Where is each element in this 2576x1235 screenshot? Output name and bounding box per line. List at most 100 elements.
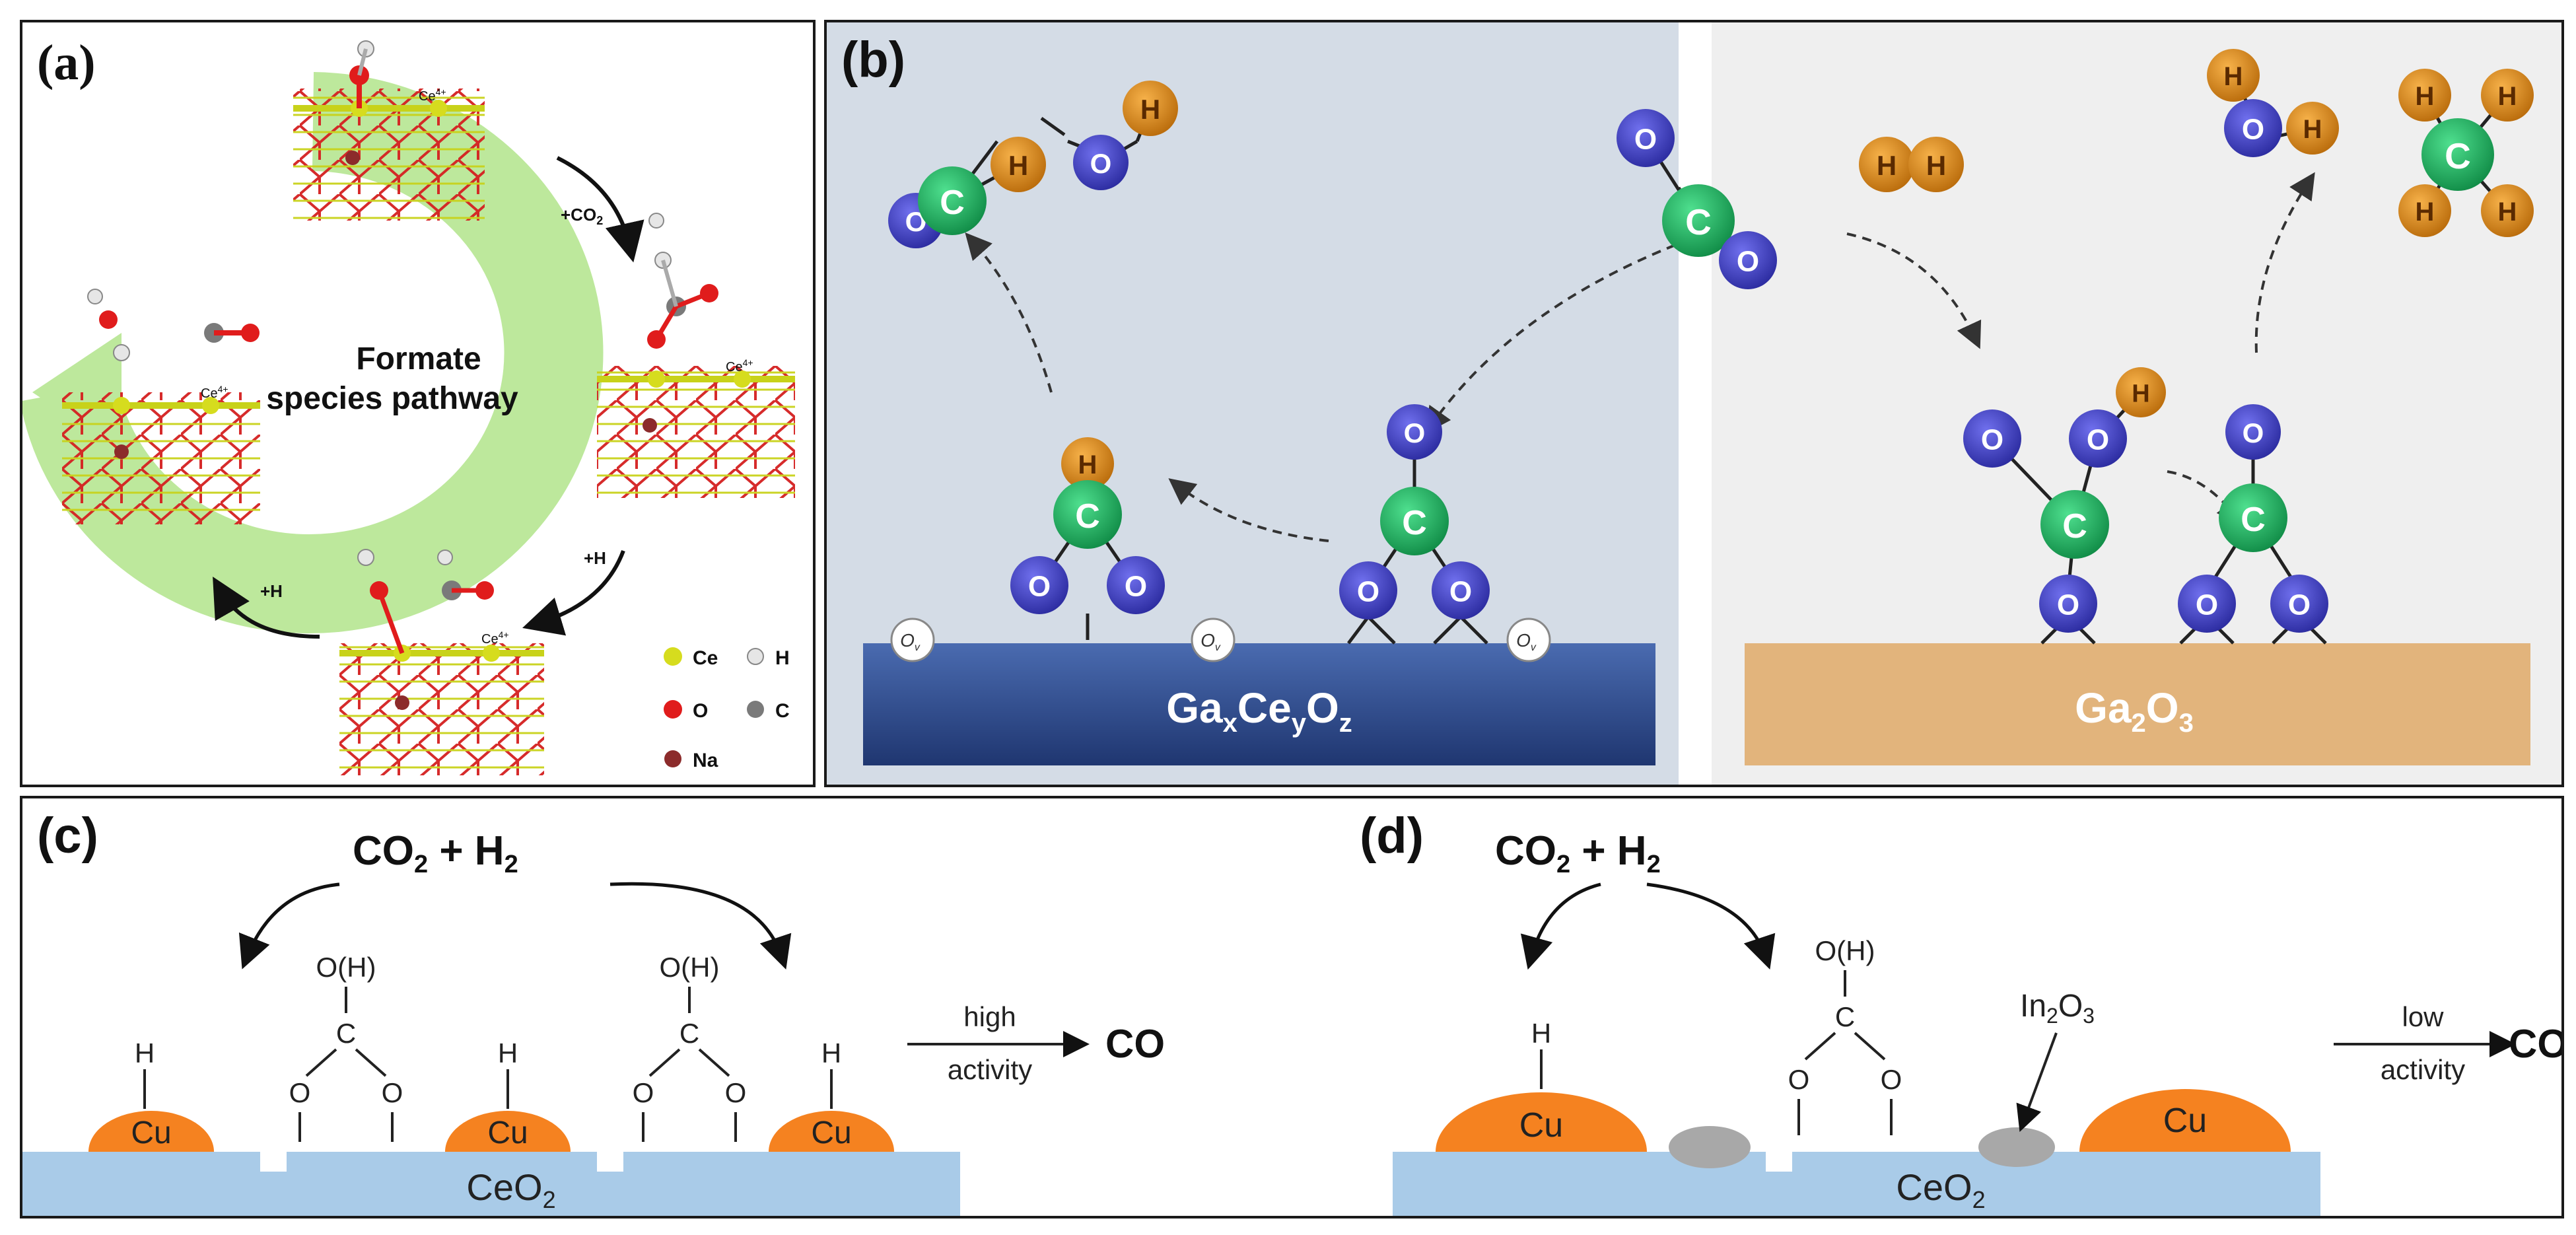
vacancy-1: Ov — [890, 618, 935, 662]
atom-c-30: C — [2421, 118, 2494, 191]
panel-d-arrow-left — [1520, 882, 1601, 970]
svg-text:H: H — [2498, 197, 2517, 227]
svg-text:Cu: Cu — [2163, 1102, 2207, 1140]
svg-text:O: O — [1028, 571, 1051, 603]
panel-a: (a) — [20, 20, 816, 787]
cycle-title-line2: species pathway — [266, 381, 518, 416]
svg-text:H: H — [775, 647, 790, 669]
svg-text:O: O — [289, 1077, 311, 1108]
step-arrow-h-right — [522, 549, 625, 636]
svg-text:C: C — [1402, 504, 1427, 542]
vacancy-3: Ov — [1506, 618, 1551, 662]
atom-o-23: O — [2225, 404, 2281, 460]
svg-text:H: H — [2416, 197, 2435, 227]
svg-text:Cu: Cu — [487, 1115, 528, 1150]
panel-d-arrow-right — [1646, 882, 1776, 970]
svg-text:O: O — [2087, 424, 2109, 456]
svg-text:O: O — [2057, 589, 2079, 621]
svg-text:Ov: Ov — [1201, 630, 1221, 653]
svg-text:Ov: Ov — [1516, 630, 1537, 653]
panel-d-support — [1393, 1152, 2320, 1216]
svg-text:H: H — [1926, 150, 1946, 181]
svg-text:C: C — [1685, 201, 1712, 242]
svg-text:O: O — [1788, 1064, 1810, 1095]
svg-text:C: C — [336, 1018, 356, 1049]
atom-o-11: O — [1339, 561, 1397, 619]
atom-h-27: H — [2207, 49, 2260, 102]
svg-text:Ce4+: Ce4+ — [419, 87, 446, 104]
svg-text:C: C — [2445, 135, 2471, 176]
panel-c-arrow-right — [609, 882, 792, 970]
panel-d-cu-2: Cu — [2079, 1089, 2291, 1152]
panel-d-arrow-bottom: activity — [2381, 1054, 2465, 1085]
svg-text:O: O — [2243, 417, 2264, 448]
svg-text:H: H — [1078, 450, 1097, 479]
atom-h-32: H — [2481, 69, 2534, 122]
panel-d-carboxylate: O(H) C O O — [1788, 935, 1902, 1135]
svg-text:Ce4+: Ce4+ — [726, 357, 753, 374]
step-h-right-label: +H — [584, 548, 606, 568]
svg-text:H: H — [2498, 82, 2517, 111]
svg-text:C: C — [2062, 507, 2087, 546]
cycle-title-line1: Formate — [356, 341, 481, 376]
atom-h-31: H — [2398, 69, 2451, 122]
atom-h-29: H — [2286, 102, 2339, 155]
atom-o-15: O — [1719, 231, 1777, 289]
svg-text:H: H — [1140, 94, 1160, 125]
svg-text:O: O — [1357, 576, 1379, 608]
step-arrow-co2 — [556, 156, 644, 263]
atom-o-13: O — [1617, 109, 1675, 167]
svg-text:C: C — [940, 184, 965, 222]
svg-text:O: O — [2288, 589, 2311, 621]
atom-h-33: H — [2398, 184, 2451, 237]
svg-text:O: O — [1125, 571, 1147, 603]
atom-h-18: H — [2116, 367, 2166, 417]
atom-h-4: H — [1123, 81, 1178, 136]
panel-c-carboxylate-1: O(H) C O O — [289, 952, 403, 1142]
panel-c-cu-2: CuH — [445, 1038, 571, 1152]
svg-text:Cu: Cu — [131, 1115, 171, 1150]
gallium-mechanism-diagram: (b) GaxCeyOz Ga2O3 Ov Ov Ov — [827, 22, 2561, 785]
svg-text:Na: Na — [693, 750, 718, 771]
svg-text:O: O — [1449, 576, 1472, 608]
copper-ceria-diagrams: (c) CO2 + H2 CeO2 CuH CuH CuH O(H) C O O… — [22, 808, 2561, 1216]
svg-text:H: H — [1008, 150, 1028, 181]
svg-text:O: O — [382, 1077, 403, 1108]
svg-text:H: H — [821, 1038, 841, 1069]
atom-o-25: O — [2178, 575, 2236, 633]
atom-o-22: O — [2039, 575, 2097, 633]
panel-c-arrow-top: high — [963, 1001, 1016, 1032]
svg-text:H: H — [2224, 62, 2243, 91]
panel-d-in2o3-particle-1 — [1669, 1126, 1751, 1168]
svg-text:O: O — [1090, 148, 1112, 179]
svg-text:Ce4+: Ce4+ — [481, 629, 509, 647]
panel-d-cu-1: CuH — [1436, 1018, 1647, 1152]
step-co2-label: +CO2 — [561, 205, 603, 227]
svg-text:O(H): O(H) — [1815, 935, 1875, 966]
slab-top — [293, 40, 485, 221]
atom-o-3: O — [1073, 135, 1129, 190]
svg-text:Cu: Cu — [811, 1115, 851, 1150]
step-arrow-h-left — [213, 577, 320, 639]
atom-c-14: C — [1662, 184, 1735, 257]
svg-text:C: C — [1075, 497, 1100, 536]
panel-c-cu-1: CuH — [88, 1038, 214, 1152]
svg-text:O: O — [693, 700, 708, 722]
svg-text:O: O — [1981, 424, 2003, 456]
atom-c-6: C — [1053, 480, 1122, 549]
svg-text:O: O — [1881, 1064, 1902, 1095]
svg-text:O: O — [2196, 589, 2218, 621]
atom-h-17: H — [1908, 137, 1964, 192]
svg-text:Ce4+: Ce4+ — [201, 384, 228, 401]
atom-o-28: O — [2224, 99, 2282, 157]
panel-d-promoter-arrow — [2016, 1032, 2058, 1133]
panel-d-label: (d) — [1360, 808, 1424, 864]
svg-text:C: C — [2241, 501, 2266, 539]
svg-text:H: H — [2132, 380, 2149, 407]
panel-c-cu-3: Cu H — [769, 1038, 894, 1152]
svg-text:O(H): O(H) — [660, 952, 720, 983]
panel-d-reactants: CO2 + H2 — [1495, 828, 1661, 878]
slab-right — [597, 213, 795, 498]
svg-text:Ov: Ov — [900, 630, 921, 653]
